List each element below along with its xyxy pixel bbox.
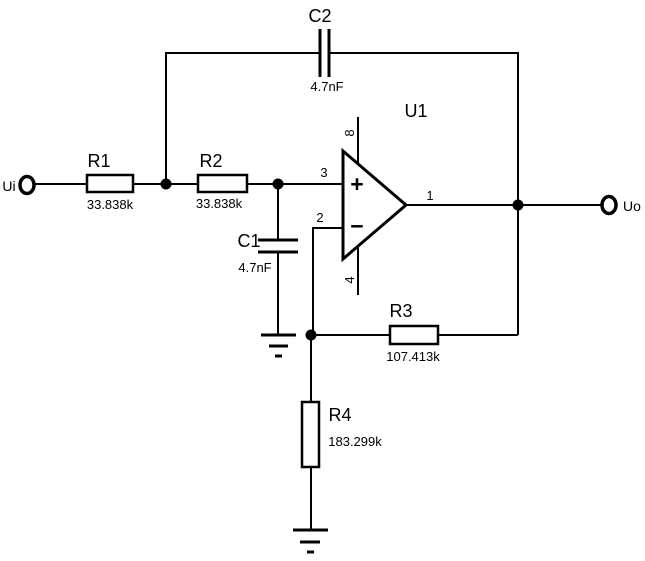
capacitor-c1-ref: C1	[237, 231, 260, 251]
resistor-r2-value: 33.838k	[196, 196, 243, 211]
ground-r4	[293, 528, 328, 554]
opamp-triangle	[341, 147, 409, 263]
opamp-pin2-label: 2	[316, 210, 323, 225]
resistor-r1-ref: R1	[87, 151, 110, 171]
wire-feedback-left	[165, 52, 320, 184]
junction-dot-output-node	[512, 199, 524, 211]
junction-dot-r2-node	[272, 178, 284, 190]
opamp-pin4-label: 4	[342, 276, 357, 283]
resistor-r2-body	[196, 173, 249, 194]
opamp-ref: U1	[404, 101, 427, 121]
wire-feedback-right	[329, 52, 519, 335]
wires	[34, 52, 602, 529]
opamp-pin1-label: 1	[426, 188, 433, 203]
opamp-pin3-label: 3	[320, 165, 327, 180]
junction-dot-r1-node	[160, 178, 172, 190]
capacitor-c2-value: 4.7nF	[310, 79, 343, 94]
resistor-r3: R3 107.413k	[386, 301, 440, 364]
resistor-r2-ref: R2	[199, 151, 222, 171]
capacitor-c2: C2 4.7nF	[308, 6, 343, 94]
resistor-r2: R2 33.838k	[196, 151, 249, 211]
junction-dots	[160, 178, 524, 341]
resistor-r4-body	[300, 400, 321, 469]
output-terminal: Uo	[600, 194, 641, 216]
input-terminal-label: Ui	[2, 178, 15, 194]
output-terminal-icon	[600, 194, 618, 216]
input-terminal: Ui	[2, 174, 36, 196]
capacitor-c1: C1 4.7nF	[237, 231, 298, 275]
ground-c1	[261, 333, 296, 358]
capacitor-c2-ref: C2	[308, 6, 331, 26]
resistor-r4-ref: R4	[328, 405, 351, 425]
opamp-plus-sign: +	[350, 171, 363, 197]
resistor-r4: R4 183.299k	[300, 400, 382, 469]
resistor-r3-ref: R3	[389, 301, 412, 321]
resistor-r3-value: 107.413k	[386, 349, 440, 364]
resistor-r3-body	[388, 324, 440, 346]
output-terminal-label: Uo	[623, 198, 641, 214]
resistor-r1-body	[85, 173, 135, 194]
opamp-minus-sign: −	[350, 213, 363, 239]
resistor-r1-value: 33.838k	[87, 197, 134, 212]
junction-dot-r3-r4-node	[305, 329, 317, 341]
opamp-pin8-label: 8	[342, 129, 357, 136]
opamp-u1: U1 + − 3 2 1 8 4	[316, 101, 433, 284]
resistor-r1: R1 33.838k	[85, 151, 135, 212]
input-terminal-icon	[18, 174, 36, 196]
resistor-r4-value: 183.299k	[328, 434, 382, 449]
wire-pin2-to-junction	[312, 227, 343, 335]
capacitor-c1-value: 4.7nF	[238, 260, 271, 275]
